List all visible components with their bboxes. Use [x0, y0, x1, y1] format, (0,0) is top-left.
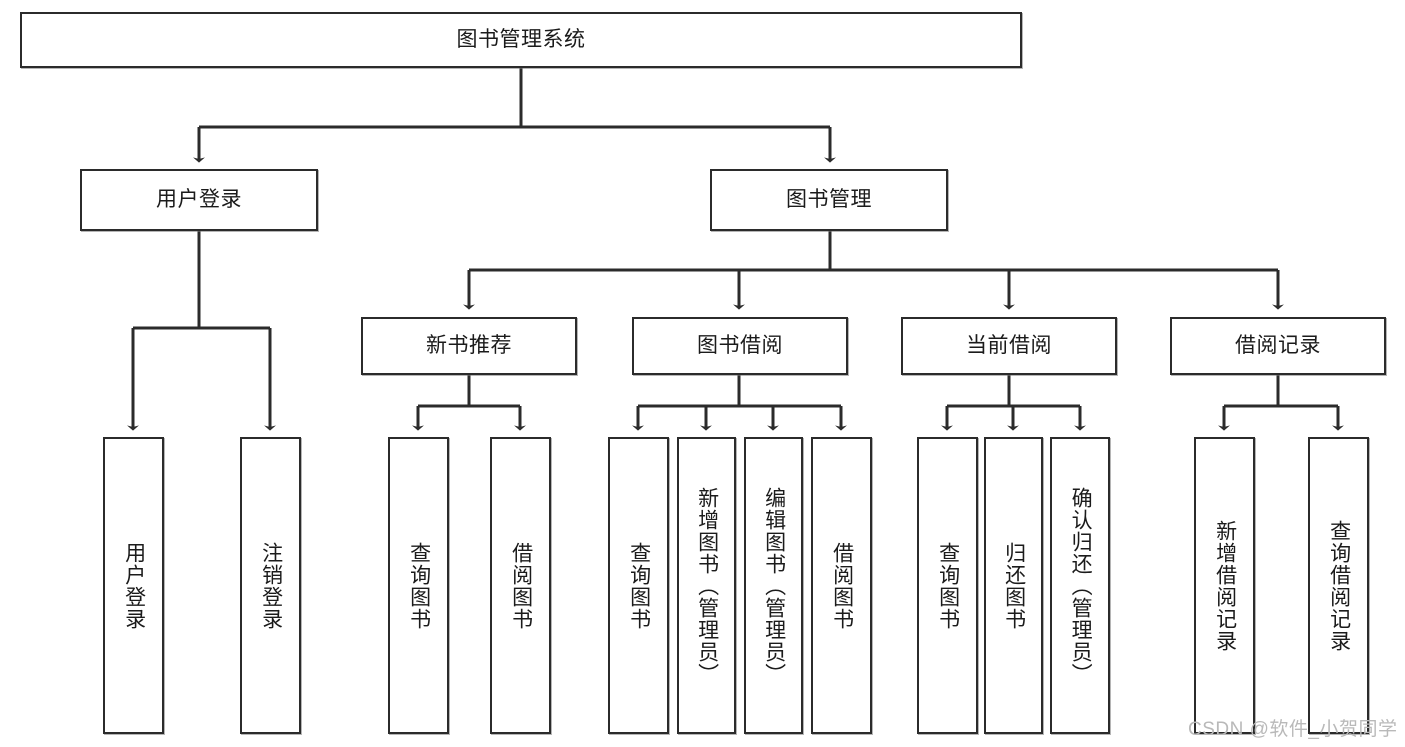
- node-label: 当前借阅: [966, 334, 1052, 358]
- node-label: 新书推荐: [426, 334, 512, 358]
- leaf-return-book[interactable]: 归还图书: [984, 437, 1043, 734]
- node-label: 查询借阅记录: [1327, 519, 1351, 652]
- node-root-system[interactable]: 图书管理系统: [20, 12, 1022, 68]
- node-label: 借阅记录: [1235, 334, 1321, 358]
- leaf-add-book-admin[interactable]: 新增图书（管理员）: [677, 437, 736, 734]
- connector-record-to-leaves: [1218, 375, 1344, 431]
- leaf-confirm-return-admin[interactable]: 确认归还（管理员）: [1050, 437, 1110, 734]
- node-user-login[interactable]: 用户登录: [80, 169, 318, 231]
- node-new-book-recommend[interactable]: 新书推荐: [361, 317, 577, 375]
- leaf-borrow-book-recommend[interactable]: 借阅图书: [490, 437, 551, 734]
- node-book-borrow[interactable]: 图书借阅: [632, 317, 848, 375]
- connector-root-to-level1: [193, 68, 836, 163]
- node-label: 注销登录: [259, 541, 283, 630]
- node-label: 借阅图书: [830, 541, 854, 630]
- node-book-management[interactable]: 图书管理: [710, 169, 948, 231]
- leaf-query-book-recommend[interactable]: 查询图书: [388, 437, 449, 734]
- connector-userlogin-to-leaves: [127, 231, 276, 431]
- connector-current-to-leaves: [941, 375, 1086, 431]
- node-label: 确认归还（管理员）: [1069, 486, 1093, 685]
- node-label: 用户登录: [122, 541, 146, 630]
- connector-bookmgmt-to-level2: [463, 231, 1284, 310]
- leaf-user-login[interactable]: 用户登录: [103, 437, 164, 734]
- leaf-query-book-borrow[interactable]: 查询图书: [608, 437, 669, 734]
- node-label: 编辑图书（管理员）: [762, 486, 786, 685]
- leaf-query-book-current[interactable]: 查询图书: [917, 437, 978, 734]
- node-label: 图书管理系统: [456, 28, 586, 52]
- node-borrow-record[interactable]: 借阅记录: [1170, 317, 1386, 375]
- leaf-logout[interactable]: 注销登录: [240, 437, 301, 734]
- node-label: 用户登录: [156, 188, 242, 212]
- node-label: 新增图书（管理员）: [695, 486, 719, 685]
- node-label: 查询图书: [407, 541, 431, 630]
- connector-borrow-to-leaves: [632, 375, 847, 431]
- node-label: 图书管理: [786, 188, 872, 212]
- node-label: 归还图书: [1002, 541, 1026, 630]
- node-label: 查询图书: [627, 541, 651, 630]
- leaf-edit-book-admin[interactable]: 编辑图书（管理员）: [744, 437, 803, 734]
- connector-newbook-to-leaves: [412, 375, 526, 431]
- leaf-query-borrow-record[interactable]: 查询借阅记录: [1308, 437, 1369, 734]
- node-label: 查询图书: [936, 541, 960, 630]
- node-label: 图书借阅: [697, 334, 783, 358]
- node-current-borrow[interactable]: 当前借阅: [901, 317, 1117, 375]
- node-label: 新增借阅记录: [1213, 519, 1237, 652]
- node-label: 借阅图书: [509, 541, 533, 630]
- leaf-add-borrow-record[interactable]: 新增借阅记录: [1194, 437, 1255, 734]
- leaf-borrow-book[interactable]: 借阅图书: [811, 437, 872, 734]
